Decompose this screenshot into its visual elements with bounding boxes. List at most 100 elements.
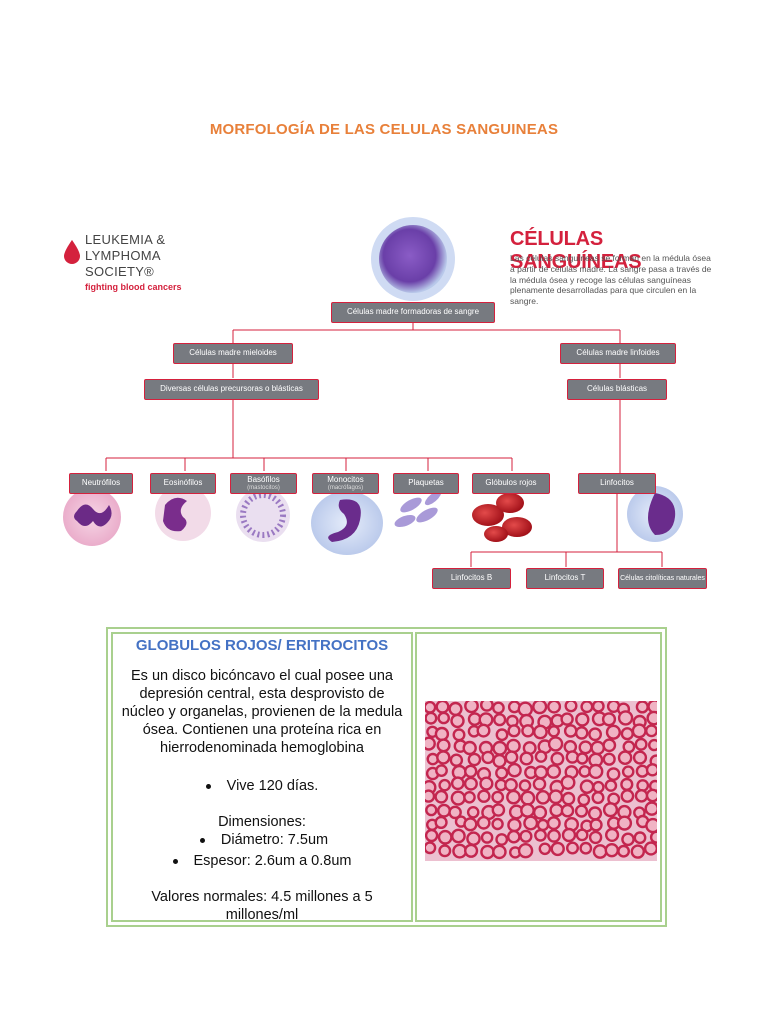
micrograph-cell: [493, 713, 507, 727]
micrograph-cell: [437, 711, 451, 725]
micrograph-cell: [476, 723, 491, 738]
micrograph-cell: [495, 833, 509, 846]
micrograph-cell: [587, 806, 603, 821]
micrograph-cell: [580, 701, 594, 714]
micrograph-cell: [481, 750, 495, 765]
micrograph-cell: [579, 841, 593, 855]
micrograph-cell: [588, 830, 603, 845]
micrograph-cell: [435, 764, 448, 778]
micrograph-cell: [425, 828, 439, 843]
micrograph-cell: [576, 752, 589, 765]
erythrocyte-table: GLOBULOS ROJOS/ ERITROCITOS Es un disco …: [106, 627, 667, 927]
node-eosinofilos: Eosinófilos: [150, 473, 216, 494]
micrograph-cell: [588, 763, 604, 780]
bullet-icon: [199, 837, 205, 843]
eosinophil-image: [155, 485, 211, 541]
bullet-icon: [205, 783, 211, 789]
description-cell: GLOBULOS ROJOS/ ERITROCITOS Es un disco …: [111, 632, 413, 923]
micrograph-cell: [436, 750, 451, 765]
micrograph-cell: [491, 803, 506, 817]
node-linfocitos-b: Linfocitos B: [432, 568, 511, 589]
micrograph-cell: [477, 789, 491, 803]
diameter-bullet: Diámetro: 7.5um: [113, 831, 411, 849]
micrograph-cell: [425, 711, 438, 725]
micrograph-cell: [518, 779, 532, 792]
micrograph-cell: [519, 751, 534, 766]
micrograph-cell: [575, 712, 590, 727]
micrograph-cell: [547, 725, 561, 738]
tree-diagram: [63, 217, 683, 567]
blood-cells-infographic: LEUKEMIA & LYMPHOMA SOCIETY® fighting bl…: [55, 215, 720, 600]
micrograph-cell: [533, 724, 548, 740]
micrograph-cell: [621, 765, 635, 778]
micrograph-cell: [550, 751, 565, 766]
micrograph-cell: [617, 750, 633, 766]
micrograph-cell: [592, 780, 605, 794]
micrograph-cell: [466, 806, 480, 819]
micrograph-cell: [491, 790, 505, 804]
micrograph-cell: [450, 790, 466, 806]
micrograph-cell: [520, 803, 535, 818]
node-basofilos: Basófilos(mastocitos): [230, 473, 297, 494]
micrograph-cell: [425, 789, 436, 803]
micrograph-cell: [644, 801, 657, 816]
node-stem-cells: Células madre formadoras de sangre: [331, 302, 495, 323]
micrograph-cell: [520, 790, 536, 806]
node-plaquetas: Plaquetas: [393, 473, 459, 494]
micrograph-cell: [565, 841, 579, 855]
micrograph-cell: [449, 753, 464, 767]
micrograph-cell: [589, 818, 603, 832]
micrograph-cell: [645, 763, 657, 777]
blood-drop-icon: [64, 240, 80, 264]
micrograph-cell: [491, 817, 504, 831]
micrograph-cell: [633, 831, 647, 845]
micrograph-cell: [631, 723, 647, 739]
micrograph-cell: [591, 791, 605, 805]
micrograph-cell: [635, 701, 649, 714]
micrograph-cell: [504, 778, 518, 792]
monocyte-image: [311, 491, 383, 555]
micrograph-cell: [492, 753, 507, 769]
micrograph-cell: [602, 752, 616, 766]
micrograph-cell: [617, 844, 631, 858]
micrograph-cell: [620, 789, 635, 803]
node-nk-cells: Células citolíticas naturales: [618, 568, 707, 589]
micrograph-cell: [463, 843, 479, 858]
micrograph-cell: [425, 736, 436, 751]
lls-logo: LEUKEMIA & LYMPHOMA SOCIETY® fighting bl…: [55, 225, 225, 295]
micrograph-cell: [620, 777, 634, 792]
micrograph-cell: [463, 817, 478, 832]
micrograph-cell: [560, 803, 575, 818]
micrograph-cell: [495, 766, 509, 780]
micrograph-cell: [436, 803, 452, 818]
micrograph-cell: [550, 841, 565, 857]
micrograph-cell: [604, 842, 620, 858]
neutrophil-image: [63, 488, 121, 546]
red-blood-cells-image: [472, 493, 532, 542]
micrograph-cell: [492, 844, 507, 860]
micrograph-cell: [438, 778, 452, 792]
micrograph-cell: [560, 774, 576, 790]
micrograph-cell: [591, 701, 605, 713]
micrograph-cell: [536, 818, 550, 832]
micrograph-cell: [492, 740, 508, 756]
page-title: MORFOLOGÍA DE LAS CELULAS SANGUINEAS: [209, 121, 559, 138]
micrograph-cell: [632, 750, 648, 765]
micrograph-cell: [452, 728, 466, 742]
table-heading: GLOBULOS ROJOS/ ERITROCITOS: [135, 637, 389, 654]
micrograph-cell: [517, 842, 534, 859]
micrograph-cell: [605, 724, 622, 740]
micrograph-cell: [574, 804, 589, 818]
micrograph-cell: [535, 790, 551, 805]
micrograph-cell: [645, 817, 657, 834]
micrograph-cell: [575, 828, 589, 842]
micrograph-cell: [480, 844, 495, 860]
micrograph-cell: [616, 815, 633, 831]
micrograph-cell: [649, 830, 657, 844]
micrograph-cell: [466, 831, 481, 846]
micrograph-cell: [560, 712, 574, 726]
micrograph-cell: [532, 701, 548, 715]
erythrocyte-description: Es un disco bicóncavo el cual posee una …: [121, 668, 403, 756]
platelets-image: [394, 490, 442, 528]
micrograph-cell: [463, 791, 476, 804]
